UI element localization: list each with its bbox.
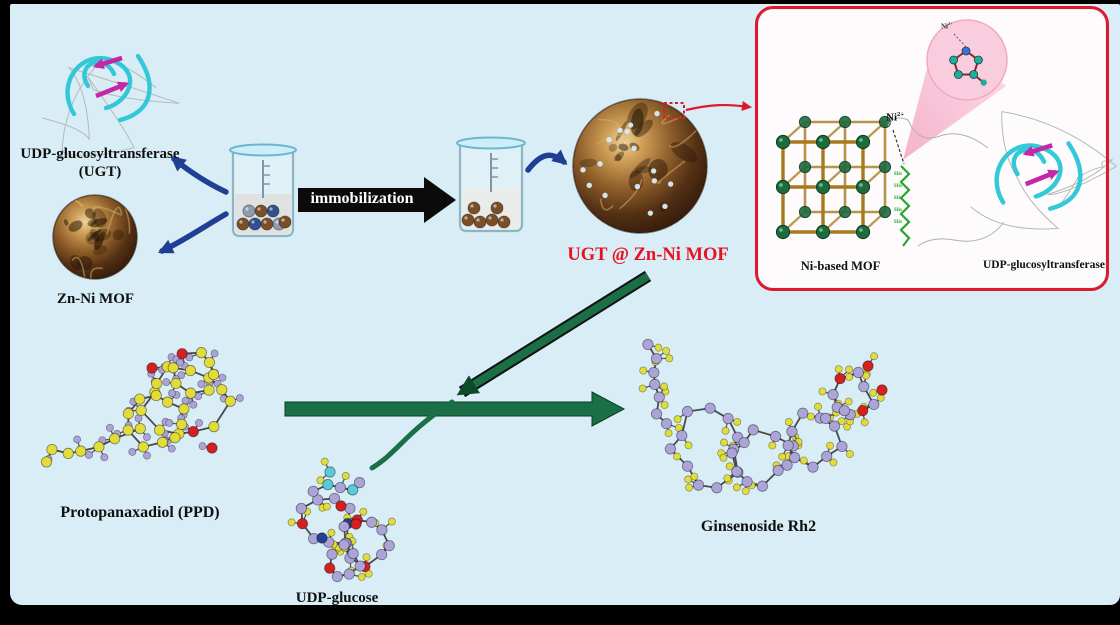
ppd-molecule: [40, 347, 244, 468]
ni-mof-lattice: [775, 115, 892, 240]
rh2-molecule: [638, 338, 888, 496]
zn-ni-mof-sphere-rim: [52, 194, 138, 280]
ni-coordination-line: [892, 129, 905, 165]
ugt-mof-composite-sphere-rim: [572, 98, 708, 234]
inset-ugt-protein: [970, 111, 1118, 230]
arrow-to-mof: [157, 211, 229, 254]
enzyme-label-line1: UDP-glucosyltransferase: [20, 146, 180, 162]
inset-enzyme-label: UDP-glucosyltransferase: [982, 259, 1105, 271]
zoom-bubble: [926, 19, 1008, 101]
inset-mechanism-box: [755, 6, 1109, 291]
arrow-reaction-from-composite: [456, 272, 651, 396]
zoom-ni-label: Ni2+: [941, 21, 969, 31]
arrow-inset-pointer: [685, 101, 752, 112]
beaker-initial: [229, 143, 297, 238]
udp-glucose-molecule: [287, 457, 396, 583]
arrow-to-composite: [525, 149, 568, 173]
immobilization-label: immobilization: [310, 190, 414, 207]
his-tag-label: His: [894, 207, 902, 213]
arrow-immobilization: [298, 177, 456, 223]
substrate-label: Protopanaxadiol (PPD): [60, 504, 220, 521]
his-tag-label: His: [894, 171, 902, 177]
zn-ni-mof-sphere: [53, 195, 137, 279]
coil-inset-2: [917, 221, 1005, 247]
his-tag-chain: [899, 165, 911, 247]
ni-ion-base: Ni: [886, 111, 897, 124]
inset-mof-label: Ni-based MOF: [800, 259, 881, 273]
composite-label: UGT @ Zn-Ni MOF: [567, 245, 729, 265]
his-tag-label: His: [894, 219, 902, 225]
ugt-mof-composite-sphere: [573, 99, 707, 233]
product-label: Ginsenoside Rh2: [700, 518, 817, 535]
mof-label: Zn-Ni MOF: [56, 291, 135, 307]
zoom-ni-base: Ni: [941, 22, 948, 31]
zoom-region-marker: [663, 102, 685, 119]
ni-ion-sup: 2+: [897, 111, 905, 118]
his-tag-label: His: [894, 183, 902, 189]
zoom-ni-sup: 2+: [948, 21, 953, 26]
beaker-immobilized: [456, 136, 526, 233]
enzyme-label: UDP-glucosyltransferase (UGT): [2, 146, 198, 181]
ni-ion-label: Ni2+: [886, 111, 932, 125]
arrow-to-enzyme: [170, 156, 229, 195]
blue-arrows: [157, 149, 568, 254]
arrow-reaction-main: [284, 391, 626, 427]
cofactor-label: UDP-glucose: [295, 590, 379, 606]
coil-inset-1: [887, 117, 989, 149]
his-tag-label: His: [894, 195, 902, 201]
ugt-protein: [41, 53, 180, 157]
curve-udp-glucose: [369, 399, 455, 471]
enzyme-label-line2: (UGT): [78, 163, 122, 180]
